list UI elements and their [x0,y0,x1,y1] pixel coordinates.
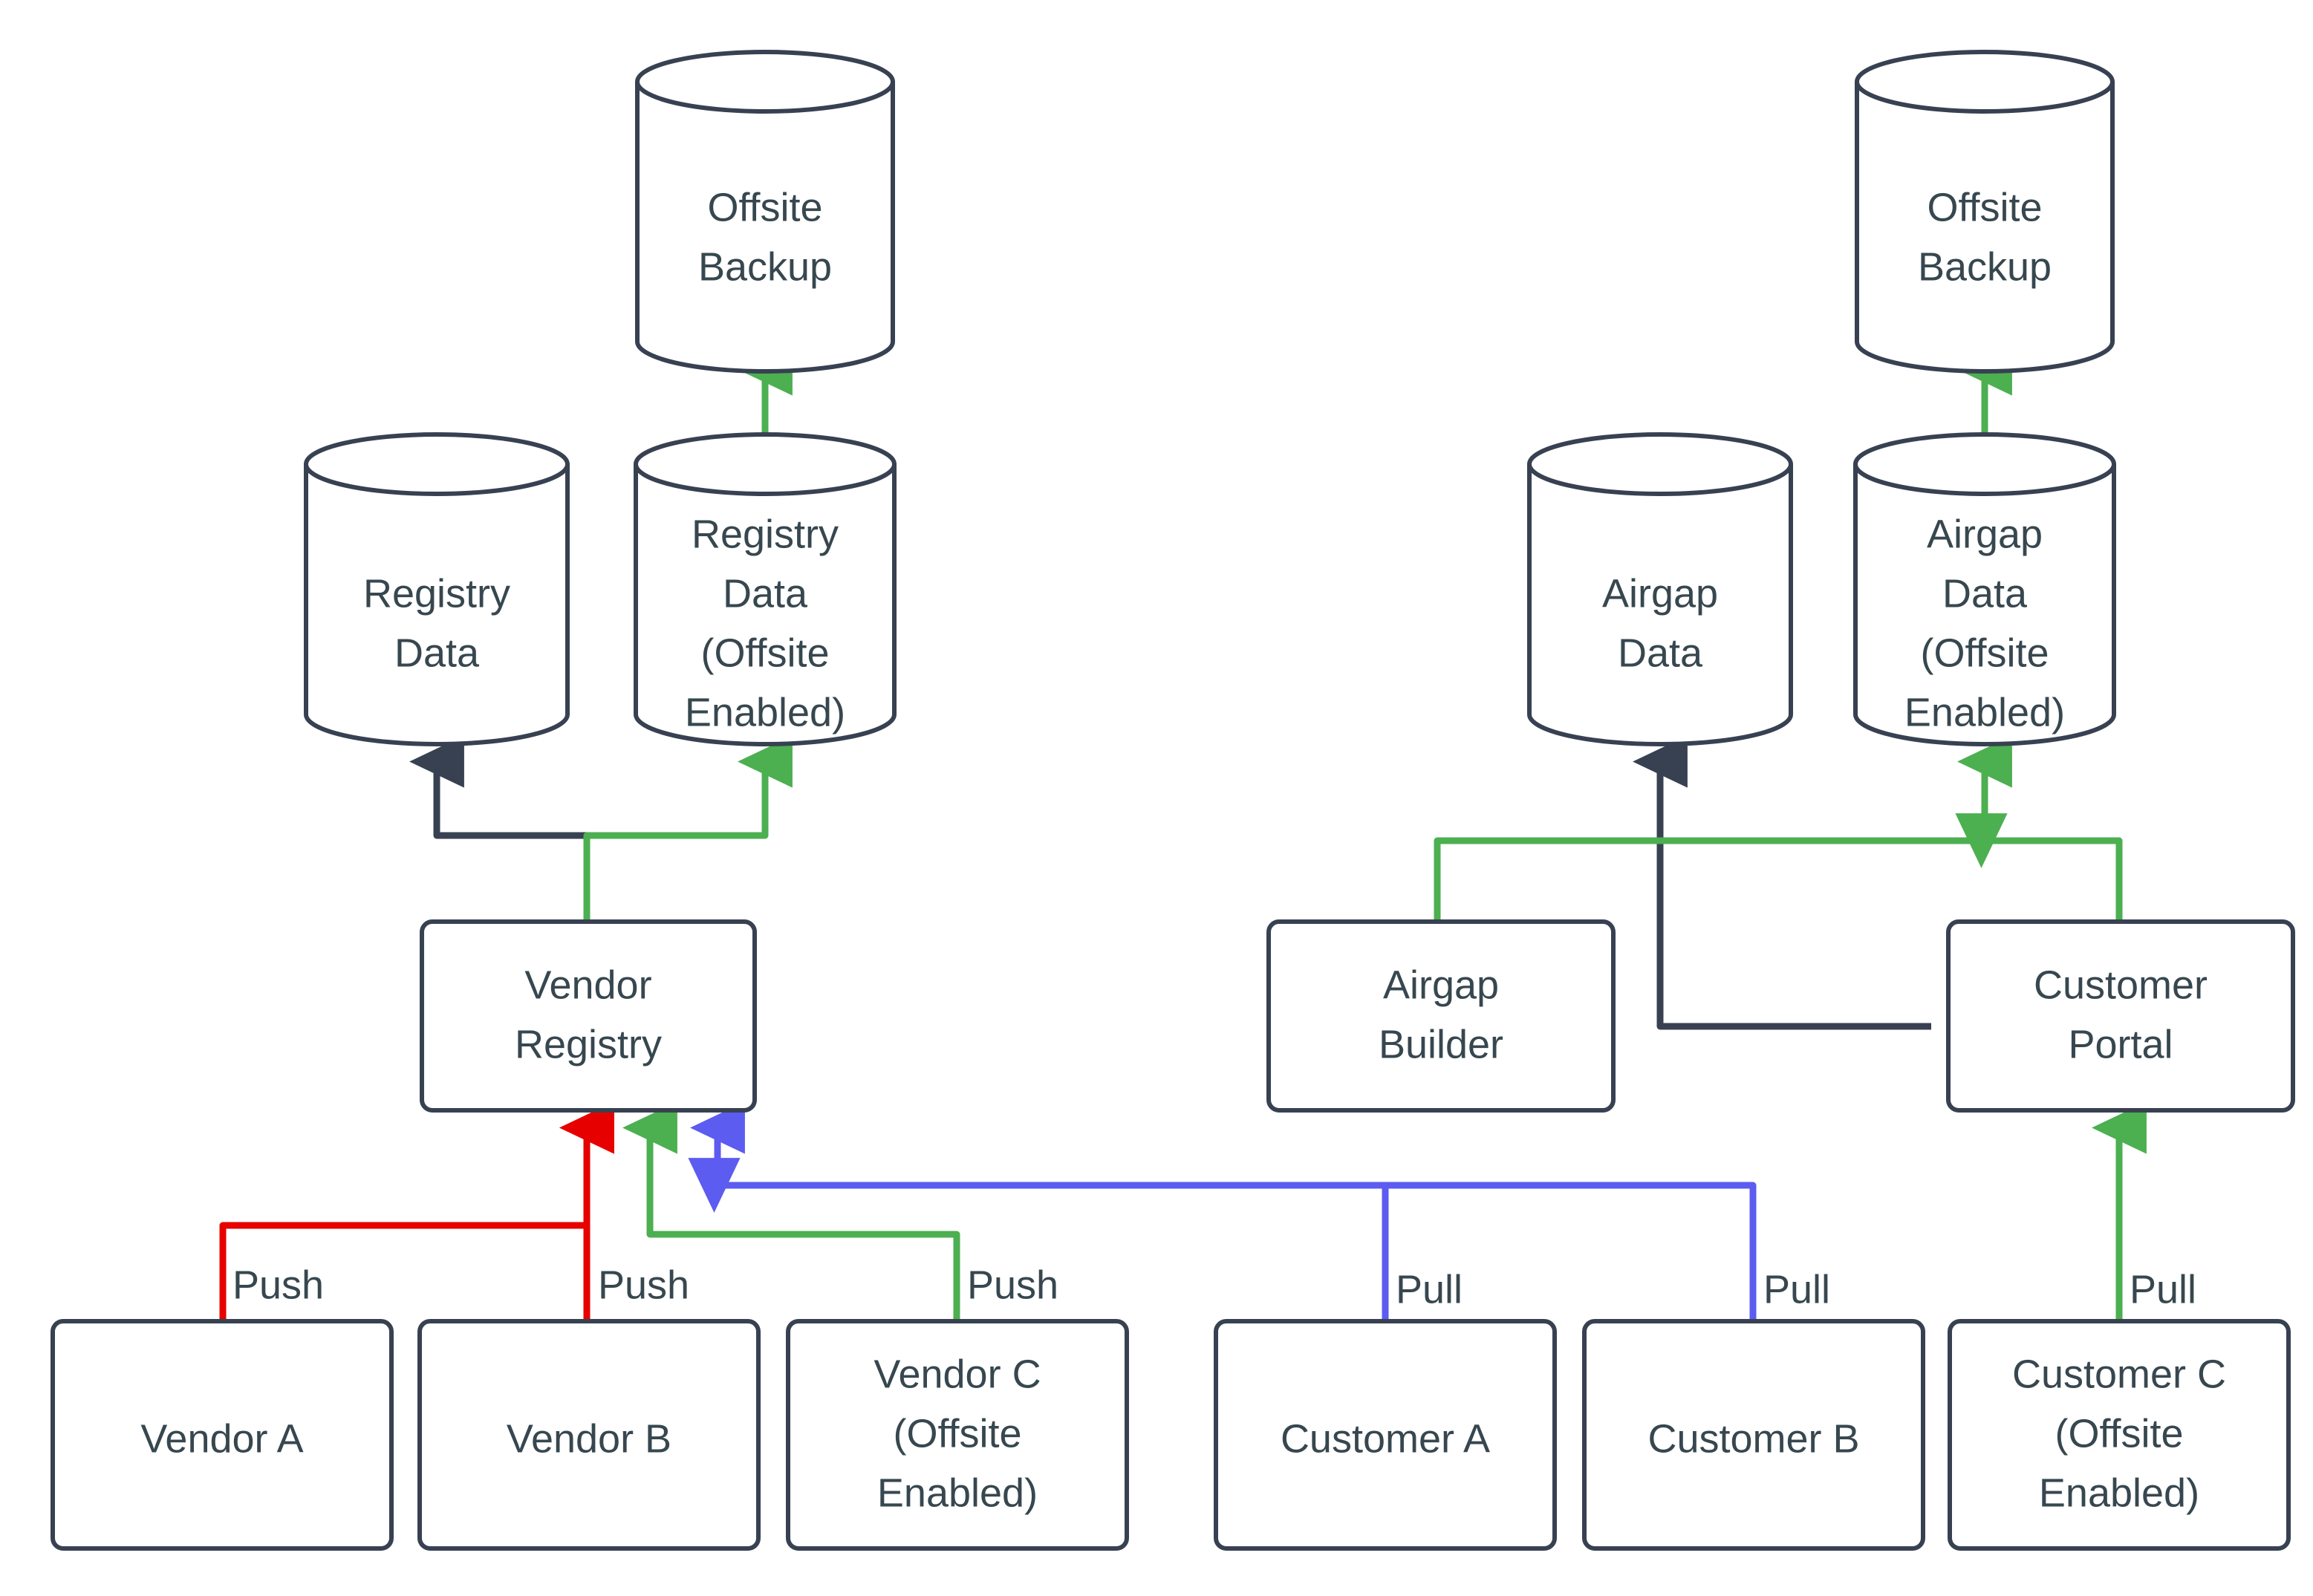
node-label-line1: Registry [363,571,510,616]
node-label-line2: Portal [2068,1022,2173,1066]
node-customer-portal[interactable]: Customer Portal [1946,919,2295,1113]
node-vendor-registry[interactable]: Vendor Registry [420,919,757,1113]
edge-label-pull-customer-a: Pull [1396,1267,1463,1312]
node-label-line1: Customer C [2012,1352,2226,1396]
edge-registry-store-offsite [583,735,793,919]
node-airgap-data-offsite[interactable]: Airgap Data (Offsite Enabled) [1853,432,2116,746]
node-label-line1: Vendor C [874,1352,1041,1396]
edge-label-push-vendor-b: Push [598,1263,689,1307]
node-label-line2: (Offsite [893,1411,1021,1456]
node-label-line3: (Offsite [1920,631,2049,675]
node-label-line2: (Offsite [2055,1411,2183,1456]
node-label-line1: Customer [2034,963,2208,1007]
node-label-line2: Builder [1379,1022,1503,1066]
node-label-line2: Registry [515,1022,662,1066]
edge-airgap-builder-store [1434,735,2012,919]
node-label-line1: Vendor A [140,1416,303,1461]
edge-vendor-c-push [622,1101,960,1319]
node-vendor-a[interactable]: Vendor A [51,1319,394,1551]
node-label-line1: Customer B [1647,1416,1859,1461]
edge-registry-store [409,735,591,919]
edge-label-pull-customer-b: Pull [1763,1267,1830,1312]
node-customer-b[interactable]: Customer B [1582,1319,1925,1551]
edge-customer-b-pull [688,1158,1757,1319]
node-offsite-backup-right[interactable]: Offsite Backup [1855,50,2115,374]
node-label-line1: Vendor [524,963,651,1007]
node-label-line1: Customer A [1281,1416,1490,1461]
node-vendor-b[interactable]: Vendor B [417,1319,761,1551]
node-registry-data-offsite[interactable]: Registry Data (Offsite Enabled) [634,432,897,746]
node-label-line1: Airgap [1383,963,1499,1007]
node-airgap-data[interactable]: Airgap Data [1527,432,1793,746]
node-label-line1: Airgap [1927,512,2043,556]
node-label-line3: Enabled) [2039,1470,2199,1515]
node-offsite-backup-left[interactable]: Offsite Backup [635,50,895,374]
node-label-line2: Data [1618,631,1703,675]
edge-portal-store-offsite [1955,813,2123,919]
edge-label-push-vendor-c: Push [967,1263,1058,1307]
node-label-line2: Data [394,631,480,675]
edge-label-pull-customer-c: Pull [2130,1267,2196,1312]
node-label-line3: Enabled) [877,1470,1038,1515]
edge-label-push-vendor-a: Push [232,1263,324,1307]
node-label-line1: Registry [692,512,839,556]
node-vendor-c[interactable]: Vendor C (Offsite Enabled) [786,1319,1129,1551]
node-label-line1: Vendor B [507,1416,671,1461]
node-label-line1: Offsite [1927,185,2042,229]
node-label-line2: Backup [698,244,832,289]
node-label-line1: Offsite [707,185,822,229]
node-airgap-builder[interactable]: Airgap Builder [1266,919,1616,1113]
node-label-line2: Data [723,571,808,616]
node-label-line3: (Offsite [700,631,829,675]
node-label-line2: Data [1942,571,2028,616]
node-registry-data[interactable]: Registry Data [304,432,570,746]
node-label-line2: Backup [1918,244,2052,289]
node-label-line4: Enabled) [685,690,845,735]
node-customer-a[interactable]: Customer A [1214,1319,1557,1551]
node-customer-c[interactable]: Customer C (Offsite Enabled) [1948,1319,2291,1551]
node-label-line4: Enabled) [1904,690,2065,735]
node-label-line1: Airgap [1602,571,1718,616]
edge-airgap-store [1633,735,1931,1030]
